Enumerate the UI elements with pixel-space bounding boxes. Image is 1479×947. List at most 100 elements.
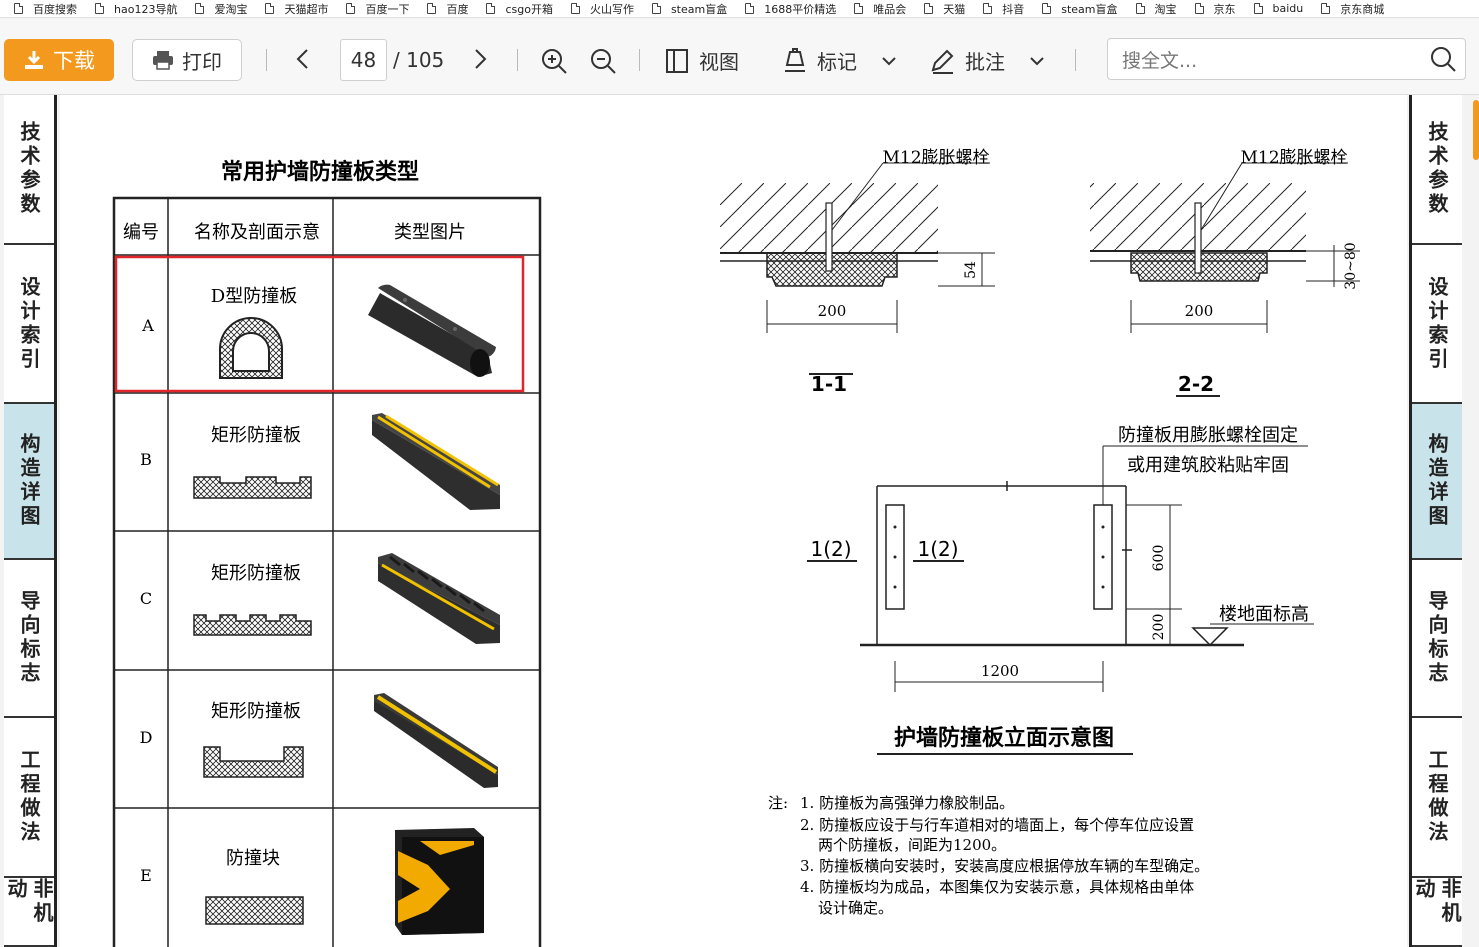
rect-section-d <box>203 746 304 778</box>
scrollbar-track[interactable] <box>1465 95 1479 947</box>
page-icon <box>1253 3 1263 14</box>
row-name: 矩形防撞板 <box>211 563 301 584</box>
bookmark-label: 百度搜索 <box>33 2 77 16</box>
types-table <box>112 196 542 947</box>
bookmark-label: csgo开箱 <box>505 2 553 16</box>
bookmark-item[interactable]: baidu <box>1253 2 1304 15</box>
table-title: 常用护墙防撞板类型 <box>221 159 419 185</box>
download-icon <box>25 51 43 69</box>
rect-photo-b <box>372 413 500 510</box>
page-icon <box>1135 3 1145 14</box>
side-tab[interactable]: 工程做法 <box>4 718 54 878</box>
bookmark-item[interactable]: 天猫超市 <box>265 1 328 17</box>
search-icon[interactable] <box>1429 45 1457 73</box>
block-photo-e <box>395 828 484 935</box>
bookmark-label: baidu <box>1272 2 1304 15</box>
side-tab[interactable]: 非机动 <box>1412 878 1462 947</box>
side-tab[interactable]: 设计索引 <box>1412 245 1462 404</box>
bookmark-item[interactable]: 天猫 <box>924 1 965 17</box>
toolbar-divider <box>517 49 518 71</box>
dimension-1200: 1200 <box>981 662 1019 680</box>
view-button[interactable]: 视图 <box>665 46 739 75</box>
total-pages: / 105 <box>393 48 445 72</box>
row-id: B <box>140 450 152 469</box>
side-tab[interactable]: 工程做法 <box>1412 718 1462 878</box>
rect-section-b <box>193 476 312 499</box>
rect-photo-d <box>374 693 498 788</box>
chevron-down-icon <box>882 56 896 65</box>
section-1-height: 54 <box>963 261 979 279</box>
side-tab[interactable]: 导向标志 <box>4 560 54 718</box>
view-icon <box>666 48 688 73</box>
bookmark-item[interactable]: 爱淘宝 <box>195 1 247 17</box>
bookmark-item[interactable]: 百度一下 <box>346 1 409 17</box>
side-tab[interactable]: 构造详图 <box>1412 404 1462 560</box>
bookmark-item[interactable]: 京东商城 <box>1321 1 1384 17</box>
annotate-button[interactable]: 批注 <box>929 46 1045 75</box>
side-tab-label: 技术参数 <box>1425 121 1449 217</box>
bookmark-item[interactable]: 百度搜索 <box>14 1 77 17</box>
highlight-box <box>114 255 525 393</box>
bookmark-item[interactable]: 抖音 <box>983 1 1024 17</box>
zoom-in-button[interactable] <box>540 47 568 75</box>
pdf-page: 常用护墙防撞板类型 编号 名称及剖面示意 类型图片 A D型防撞板 B <box>60 95 1407 947</box>
pen-icon <box>931 49 954 74</box>
mark-label: 标记 <box>817 50 857 74</box>
full-text-search-input[interactable]: 搜全文... <box>1107 38 1466 80</box>
row-name: 防撞块 <box>226 848 280 869</box>
side-tab[interactable]: 导向标志 <box>1412 560 1462 718</box>
chevron-down-icon <box>1030 56 1044 65</box>
section-2-width: 200 <box>1185 302 1214 320</box>
side-tab[interactable]: 技术参数 <box>4 95 54 245</box>
page-icon <box>346 3 356 14</box>
bookmark-item[interactable]: hao123导航 <box>95 1 177 17</box>
rect-section-c <box>193 614 312 636</box>
row-id: C <box>140 589 152 608</box>
bookmark-item[interactable]: 淘宝 <box>1135 1 1177 17</box>
bookmark-label: hao123导航 <box>114 2 178 16</box>
block-section-e <box>205 896 304 925</box>
bookmark-item[interactable]: 京东 <box>1194 1 1236 17</box>
bookmark-item[interactable]: steam盲盒 <box>651 1 728 17</box>
bookmark-label: steam盲盒 <box>670 2 728 16</box>
side-tab[interactable]: 技术参数 <box>1412 95 1462 245</box>
download-button[interactable]: 下载 <box>4 39 114 81</box>
print-button[interactable]: 打印 <box>132 39 242 81</box>
note-line: 2. 防撞板应设于与行车道相对的墙面上，每个停车位应设置 <box>800 816 1194 834</box>
dimension-200: 200 <box>1151 614 1167 641</box>
bookmark-label: 京东商城 <box>1340 2 1385 16</box>
bookmark-item[interactable]: 唯品会 <box>854 1 906 17</box>
bookmark-item[interactable]: 1688平价精选 <box>745 1 836 17</box>
note-line: 设计确定。 <box>818 899 893 917</box>
side-tab[interactable]: 非机动 <box>4 878 54 947</box>
bookmark-item[interactable]: 火山写作 <box>570 1 634 17</box>
page-icon <box>924 3 934 14</box>
right-category-tabs: 技术参数设计索引构造详图导向标志工程做法非机动 <box>1409 95 1462 947</box>
bookmark-label: 天猫超市 <box>284 2 329 16</box>
mark-button[interactable]: 标记 <box>783 46 897 75</box>
page-icon <box>95 3 104 14</box>
page-number-input[interactable]: 48 <box>340 39 387 81</box>
column-header-name: 名称及剖面示意 <box>194 222 320 243</box>
bookmark-label: 淘宝 <box>1154 2 1177 16</box>
side-tab[interactable]: 构造详图 <box>4 404 54 560</box>
section-1-caption: 1-1 <box>811 372 847 396</box>
note-line: 1. 防撞板为高强弹力橡胶制品。 <box>800 794 1014 812</box>
page-icon <box>745 3 755 14</box>
zoom-out-button[interactable] <box>589 47 617 75</box>
next-page-button[interactable] <box>470 47 490 71</box>
bookmark-item[interactable]: steam盲盒 <box>1042 1 1118 17</box>
scrollbar-thumb[interactable] <box>1473 100 1479 160</box>
page-icon <box>854 3 864 14</box>
prev-page-button[interactable] <box>293 47 313 71</box>
bookmark-item[interactable]: csgo开箱 <box>486 1 553 17</box>
view-label: 视图 <box>699 50 739 74</box>
row-name: 矩形防撞板 <box>211 701 301 722</box>
side-tab-label: 设计索引 <box>1425 275 1449 372</box>
bookmark-item[interactable]: 百度 <box>427 1 468 17</box>
row-name: 矩形防撞板 <box>211 425 301 446</box>
side-tab[interactable]: 设计索引 <box>4 245 54 404</box>
side-tab-label: 非机动 <box>1412 878 1462 926</box>
note-line: 3. 防撞板横向安装时，安装高度应根据停放车辆的车型确定。 <box>800 857 1209 875</box>
toolbar-divider <box>266 49 267 71</box>
